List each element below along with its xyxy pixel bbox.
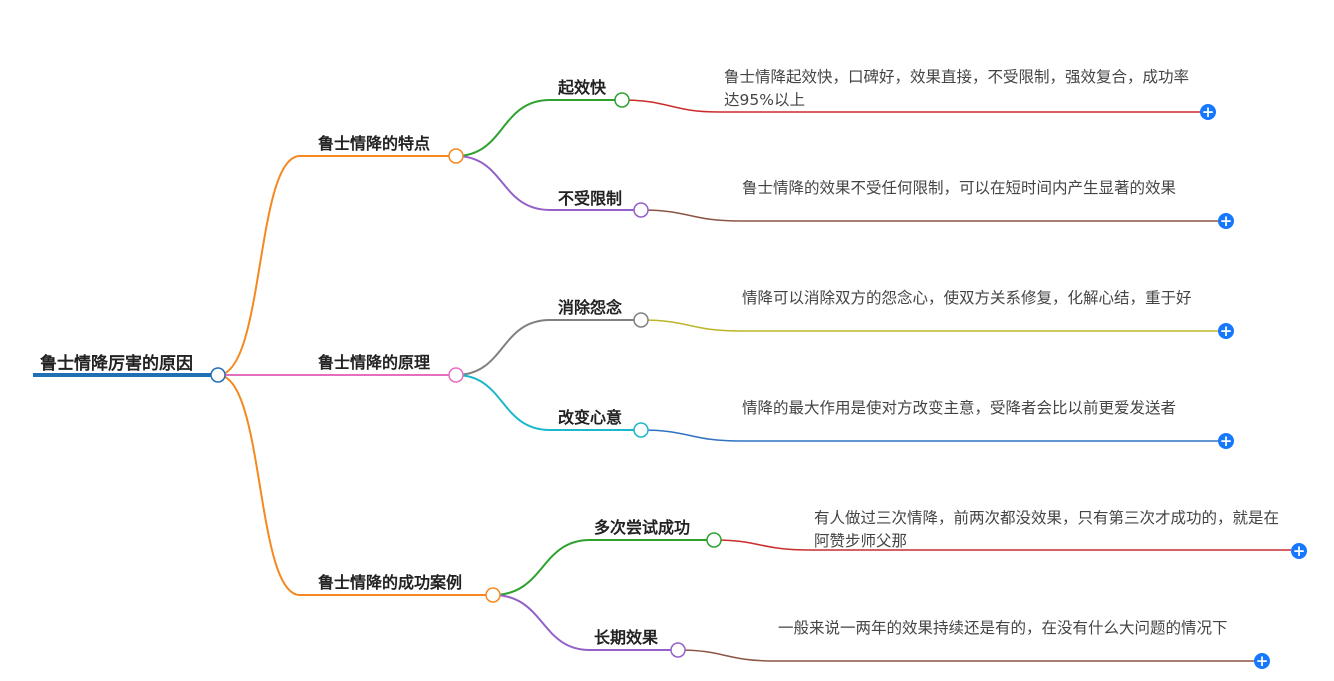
plus-circle-icon[interactable]: +	[1218, 322, 1234, 340]
edge-b3-c2	[492, 594, 678, 651]
child-6-collapse-circle[interactable]	[670, 642, 686, 658]
root-collapse-circle[interactable]	[210, 367, 226, 383]
edge-b2-c1	[455, 319, 641, 376]
edge-leaf-2	[640, 209, 1218, 222]
child-label-duocichangshi[interactable]: 多次尝试成功	[594, 518, 691, 537]
branch-1-collapse-circle[interactable]	[448, 148, 464, 164]
plus-circle-icon[interactable]: +	[1218, 212, 1234, 230]
edge-leaf-4	[640, 429, 1218, 442]
edge-leaf-5	[713, 539, 1291, 551]
edge-b2-c2	[455, 374, 641, 431]
child-label-changqixiaoguo[interactable]: 长期效果	[594, 628, 659, 647]
child-2-collapse-circle[interactable]	[633, 202, 649, 218]
plus-circle-icon[interactable]: +	[1254, 652, 1270, 670]
edge-b1-c1	[455, 99, 622, 157]
edge-b3-c1	[492, 539, 714, 596]
plus-circle-icon[interactable]: +	[1218, 432, 1234, 450]
branch-3-label[interactable]: 鲁士情降的成功案例	[318, 573, 463, 592]
child-4-collapse-circle[interactable]	[633, 422, 649, 438]
edge-root-branch-3	[217, 374, 493, 596]
edge-b1-c2	[455, 155, 641, 211]
branch-2-label[interactable]: 鲁士情降的原理	[318, 353, 431, 372]
leaf-text-6: 一般来说一两年的效果持续还是有的，在没有什么大问题的情况下	[778, 619, 1228, 637]
edge-leaf-1	[621, 99, 1200, 113]
child-label-gaibianxinyi[interactable]: 改变心意	[558, 408, 623, 427]
edge-leaf-6	[677, 649, 1254, 662]
branch-3-collapse-circle[interactable]	[485, 587, 501, 603]
leaf-text-2: 鲁士情降的效果不受任何限制，可以在短时间内产生显著的效果	[742, 179, 1177, 197]
edge-root-branch-1	[217, 155, 456, 376]
edge-leaf-3	[640, 319, 1218, 332]
child-1-collapse-circle[interactable]	[614, 92, 630, 108]
branch-2-collapse-circle[interactable]	[448, 367, 464, 383]
leaf-text-1: 鲁士情降起效快，口碑好，效果直接，不受限制，强效复合，成功率达95%以上	[724, 68, 1190, 109]
plus-circle-icon[interactable]: +	[1200, 103, 1216, 121]
leaf-text-5: 有人做过三次情降，前两次都没效果，只有第三次才成功的，就是在阿赞步师父那	[814, 509, 1280, 550]
child-label-qixiaokuai[interactable]: 起效快	[558, 78, 607, 97]
child-label-xiaochuyuannian[interactable]: 消除怨念	[558, 298, 623, 317]
branch-1-label[interactable]: 鲁士情降的特点	[318, 134, 431, 153]
leaf-text-3: 情降可以消除双方的怨念心，使双方关系修复，化解心结，重于好	[742, 289, 1192, 307]
plus-circle-icon[interactable]: +	[1291, 542, 1307, 560]
child-label-bushouxianzhi[interactable]: 不受限制	[558, 189, 623, 208]
leaf-text-4: 情降的最大作用是使对方改变主意，受降者会比以前更爱发送者	[742, 399, 1177, 417]
child-3-collapse-circle[interactable]	[633, 312, 649, 328]
child-5-collapse-circle[interactable]	[706, 532, 722, 548]
root-node-label[interactable]: 鲁士情降厉害的原因	[40, 354, 193, 374]
